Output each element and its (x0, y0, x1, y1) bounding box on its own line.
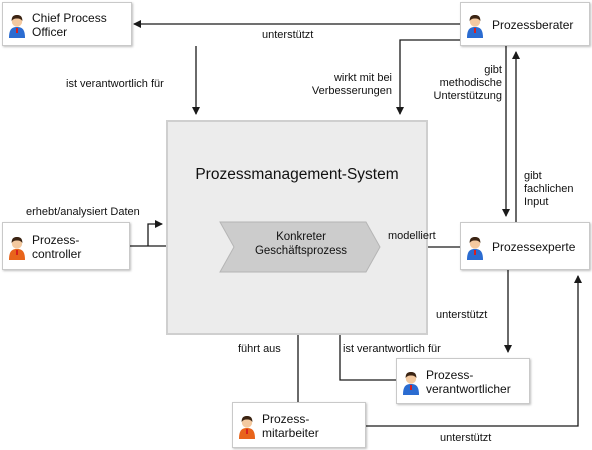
role-chief-process-officer[interactable]: Chief Process Officer (2, 2, 132, 46)
edge-label-berater-cpo: unterstützt (262, 29, 314, 41)
edge-label-berater-system: wirkt mit bei Verbesserungen (311, 72, 392, 97)
edge-label-controller-data: erhebt/analysiert Daten (26, 206, 140, 218)
process-chevron (219, 221, 381, 273)
role-label: Prozess- mitarbeiter (262, 412, 319, 440)
edge-label-experte-verantwortlicher: unterstützt (436, 309, 488, 321)
arrow-berater-to-system (396, 39, 460, 115)
role-prozessexperte[interactable]: Prozessexperte (460, 222, 590, 270)
person-icon (239, 416, 255, 439)
role-prozessmitarbeiter[interactable]: Prozess- mitarbeiter (232, 402, 366, 448)
edge-label-experte-process: modelliert (388, 230, 436, 242)
edge-label-berater-experte: gibt methodische Unterstützung (433, 64, 502, 102)
edge-label-mitarbeiter-experte: unterstützt (440, 432, 492, 444)
process-label: Konkreter Geschäftsprozess (254, 231, 348, 257)
arrow-mitarbeiter-to-experte (366, 275, 582, 427)
edge-label-experte-berater: gibt fachlichen Input (524, 170, 574, 208)
role-label: Prozess- controller (32, 233, 82, 261)
arrow-controller-data-branch (147, 220, 163, 246)
person-icon (9, 237, 25, 260)
role-prozessberater[interactable]: Prozessberater (460, 2, 590, 46)
person-icon (467, 15, 483, 38)
role-prozessverantwortlicher[interactable]: Prozess- verantwortlicher (396, 358, 530, 404)
role-prozesscontroller[interactable]: Prozess- controller (2, 222, 130, 270)
edge-label-mitarbeiter-process: führt aus (238, 343, 281, 355)
edge-label-cpo-system: ist verantwortlich für (66, 78, 164, 90)
role-label: Prozessberater (492, 18, 574, 32)
person-icon (403, 372, 419, 395)
role-label: Chief Process Officer (32, 11, 107, 39)
system-title: Prozessmanagement-System (195, 166, 399, 183)
edge-label-verantwortlicher-process: ist verantwortlich für (343, 343, 441, 355)
role-label: Prozessexperte (492, 240, 576, 254)
person-icon (467, 237, 483, 260)
person-icon (9, 15, 25, 38)
role-label: Prozess- verantwortlicher (426, 368, 511, 396)
